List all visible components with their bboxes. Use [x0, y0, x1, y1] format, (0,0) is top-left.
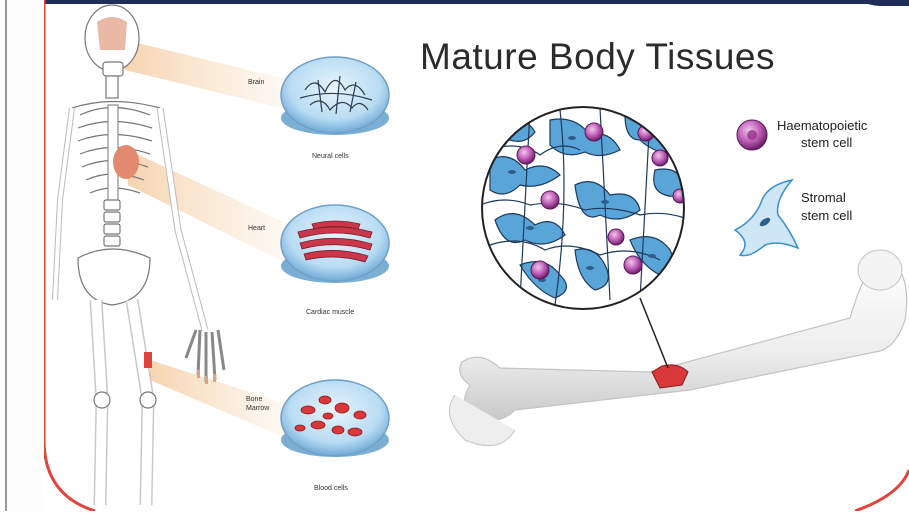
- heart-highlight: [113, 145, 139, 179]
- legend-haematopoietic-line2: stem cell: [801, 135, 852, 150]
- bone-marrow-highlight: [144, 352, 152, 368]
- label-bone-marrow-1: Bone: [246, 396, 262, 403]
- legend-stromal-line2: stem cell: [801, 208, 852, 223]
- petri-dish-cardiac: Cardiac muscle: [281, 205, 389, 316]
- label-brain: Brain: [248, 79, 264, 86]
- caption-cardiac-muscle: Cardiac muscle: [306, 309, 354, 316]
- page-title: Mature Body Tissues: [420, 36, 775, 78]
- legend: Haematopoietic stem cell Stromal stem ce…: [735, 118, 868, 256]
- label-bone-marrow-2: Marrow: [246, 405, 270, 412]
- caption-blood-cells: Blood cells: [314, 485, 348, 492]
- bone-marrow-zoom-circle: [480, 107, 690, 309]
- label-heart: Heart: [248, 225, 265, 232]
- brain-highlight: [97, 17, 127, 50]
- petri-dish-neural: Neural cells: [281, 57, 389, 160]
- petri-dish-blood: Blood cells: [281, 380, 389, 492]
- legend-haematopoietic-line1: Haematopoietic: [777, 118, 868, 133]
- legend-stromal-line1: Stromal: [801, 190, 846, 205]
- caption-neural-cells: Neural cells: [312, 153, 349, 160]
- zoom-connector: [640, 298, 668, 368]
- stromal-stem-cell-icon: [735, 180, 798, 256]
